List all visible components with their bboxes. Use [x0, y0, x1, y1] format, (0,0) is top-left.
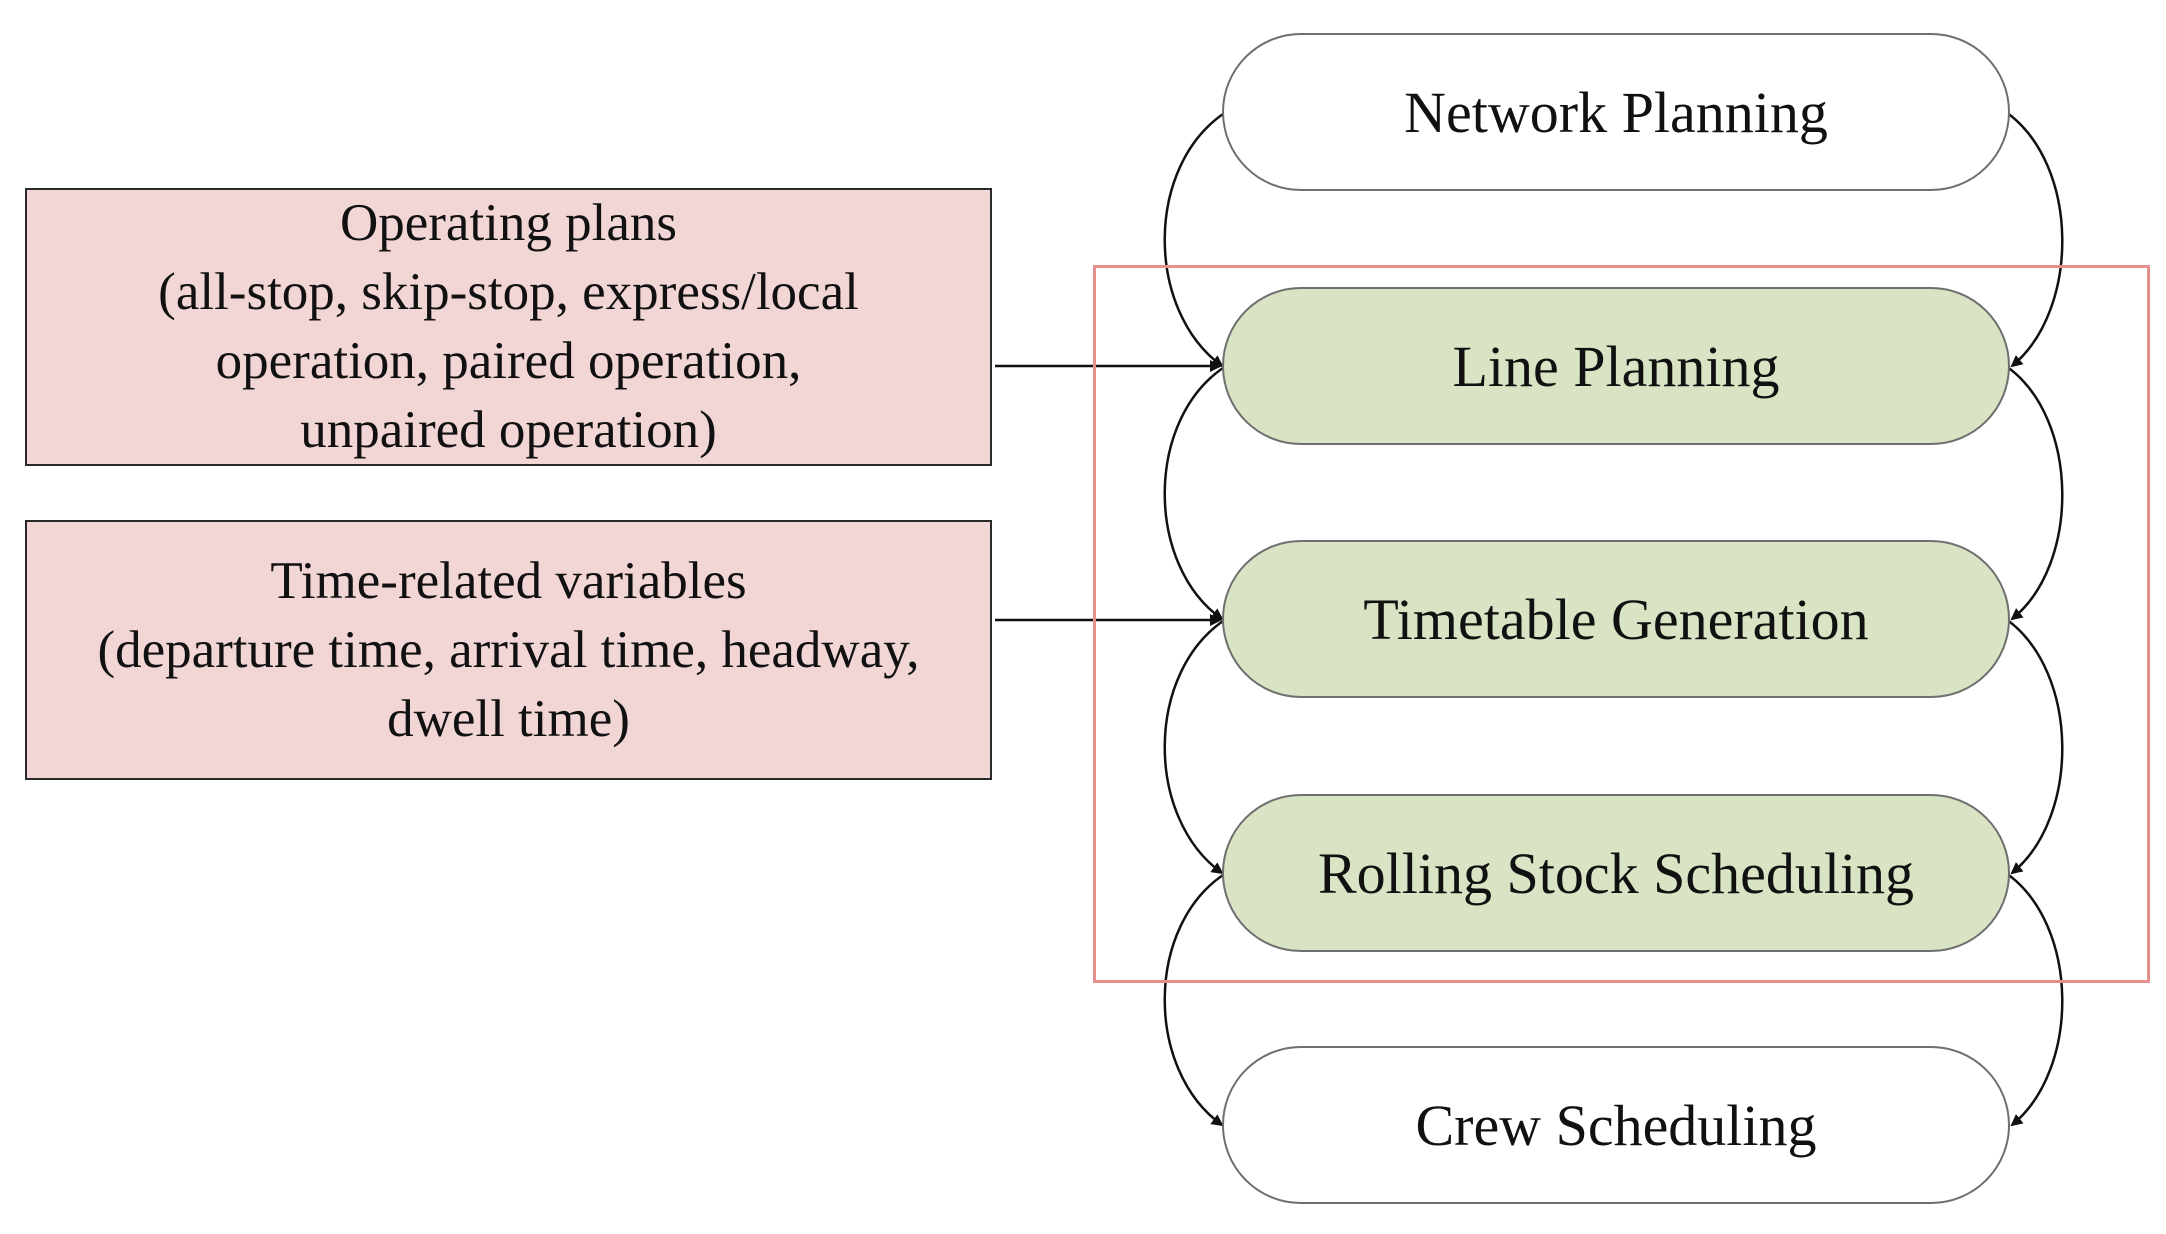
stage-network-planning: Network Planning [1222, 33, 2010, 191]
operating-plans-line: unpaired operation) [300, 401, 717, 459]
right-arrow-rolling-to-crew [2005, 871, 2064, 1127]
left-arrow-network-to-line [1163, 110, 1227, 368]
left-arrow-rolling-to-crew [1163, 871, 1227, 1127]
right-arrow-network-to-line [2005, 110, 2064, 368]
highlighted-scope-frame [1093, 265, 2150, 983]
time-related-variables-box: Time-related variables (departure time, … [25, 520, 992, 780]
stage-line-planning: Line Planning [1222, 287, 2010, 445]
time-variables-line: (departure time, arrival time, headway, [97, 620, 920, 679]
stage-rolling-stock-scheduling: Rolling Stock Scheduling [1222, 794, 2010, 952]
left-arrow-line-to-timetable [1163, 364, 1227, 621]
right-arrow-line-to-timetable [2005, 364, 2064, 621]
left-arrow-timetable-to-rolling [1163, 617, 1227, 875]
stage-crew-scheduling: Crew Scheduling [1222, 1046, 2010, 1204]
operating-plans-line: Operating plans [339, 194, 678, 252]
right-arrow-timetable-to-rolling [2005, 617, 2064, 875]
time-variables-line: Time-related variables [270, 551, 747, 610]
stage-timetable-generation: Timetable Generation [1222, 540, 2010, 698]
time-variables-line: dwell time) [387, 689, 630, 748]
operating-plans-box: Operating plans (all-stop, skip-stop, ex… [25, 188, 992, 466]
operating-plans-line: (all-stop, skip-stop, express/local [158, 263, 859, 321]
operating-plans-line: operation, paired operation, [215, 332, 802, 390]
